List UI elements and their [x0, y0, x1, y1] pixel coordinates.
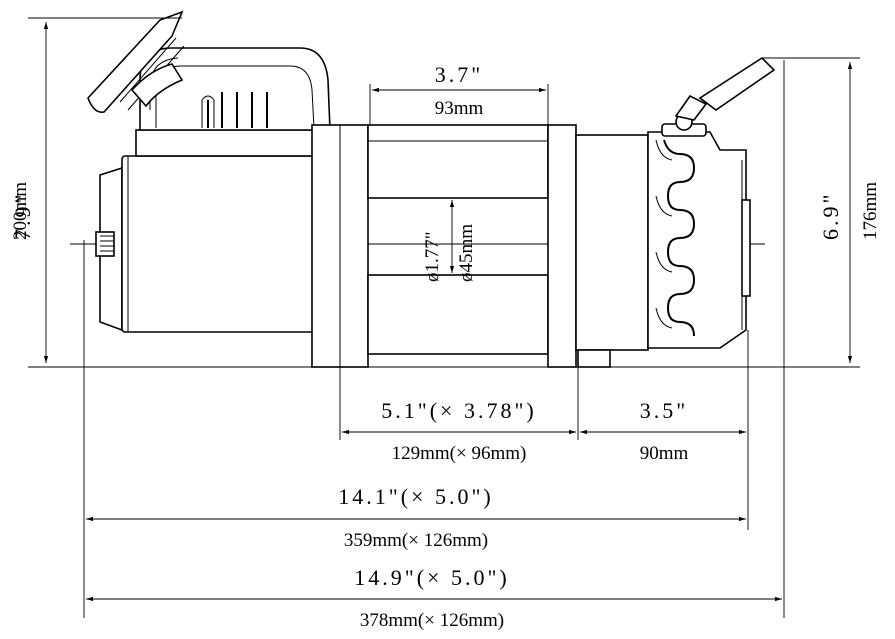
- extension-lines: [28, 17, 860, 618]
- body-length-inch: 14.1"(× 5.0"): [338, 484, 494, 509]
- body-length-mm: 359mm(× 126mm): [344, 530, 488, 551]
- mounting-span-mm: 129mm(× 96mm): [392, 443, 527, 464]
- control-box-fins: [201, 92, 268, 128]
- winch-outline: [70, 10, 776, 368]
- gearbox-housing: [575, 134, 649, 351]
- control-box-base: [135, 129, 335, 157]
- drum-length-mm: 93mm: [435, 98, 484, 119]
- gearbox-cover: [647, 131, 747, 349]
- overall-length-inch: 14.9"(× 5.0"): [354, 565, 510, 590]
- drum-diameter-inch: ø1.77": [422, 231, 443, 282]
- right-height-mm: 176mm: [860, 182, 881, 240]
- gearbox-ribs: [663, 139, 696, 337]
- control-box: [139, 47, 331, 131]
- gearbox-length-mm: 90mm: [640, 443, 689, 464]
- drum-diameter-mm: ø45mm: [456, 224, 477, 282]
- drum-top: [367, 124, 549, 199]
- drum-length-inch: 3.7": [435, 62, 483, 87]
- gearbox-length-inch: 3.5": [640, 398, 688, 423]
- right-height-inch: 6.9": [818, 192, 843, 240]
- terminal-stud: [95, 231, 115, 257]
- mounting-span-inch: 5.1"(× 3.78"): [381, 398, 537, 423]
- right-end-plate: [547, 124, 577, 368]
- overall-height-mm: 200mm: [10, 182, 31, 240]
- remote-connector: [87, 10, 185, 114]
- drum-bottom: [367, 274, 549, 355]
- motor-housing: [121, 155, 341, 333]
- overall-length-mm: 378mm(× 126mm): [360, 610, 504, 631]
- clutch-lever: [661, 56, 776, 137]
- overall-height-inch: 7.9": [10, 192, 35, 240]
